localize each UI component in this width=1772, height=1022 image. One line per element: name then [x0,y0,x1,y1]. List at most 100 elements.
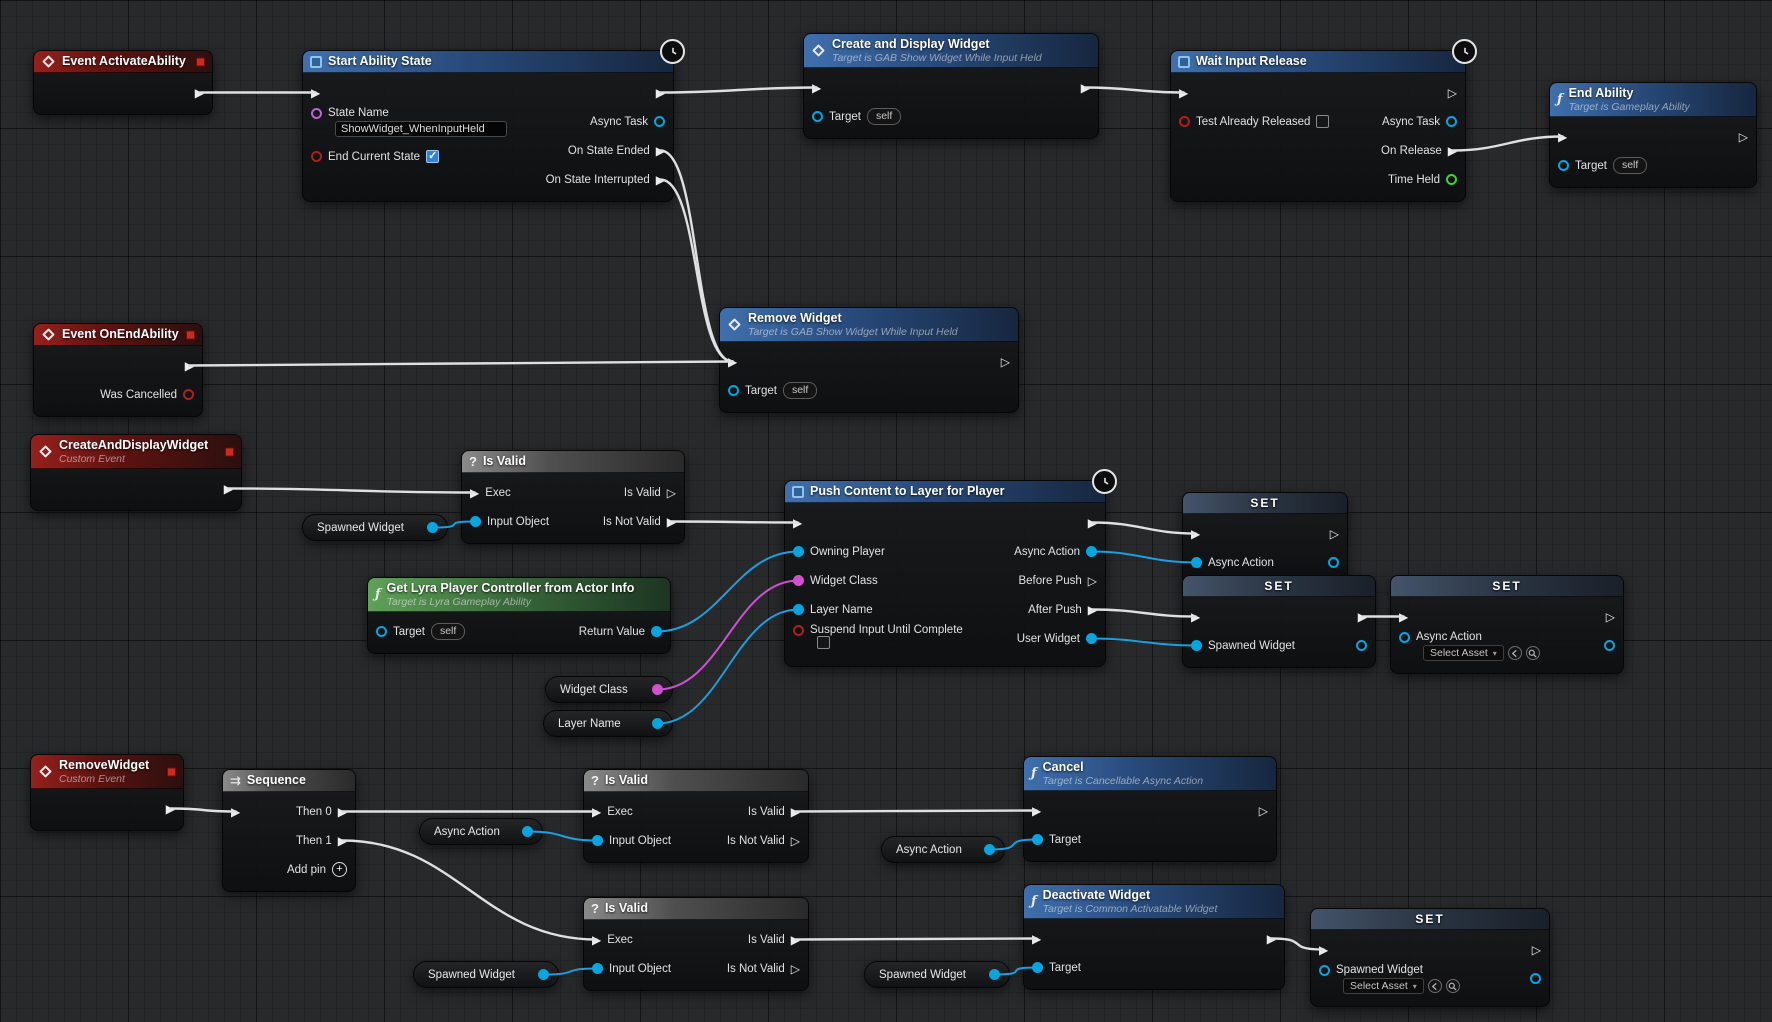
exec_in-exec-pin[interactable]: ▶ [1032,931,1042,946]
end_current_state-pin[interactable] [311,151,322,162]
then1-exec-pin[interactable]: ▶ [337,833,347,848]
out-pin[interactable] [1604,640,1615,651]
exec_out-exec-pin[interactable]: ▶ [194,85,204,100]
asset-select-dropdown[interactable]: Select Asset▾ [1343,978,1424,994]
suspend_input-pin[interactable] [793,624,804,636]
layer_name-pin[interactable] [793,604,804,615]
spawned_widget-asset-picker[interactable]: Select Asset▾ [1343,978,1460,994]
is_not_valid-exec-pin[interactable]: ▷ [790,833,800,848]
use-selected-asset-icon[interactable] [1427,979,1442,993]
out-pin[interactable] [1530,973,1541,984]
delegate-pin[interactable] [167,767,176,776]
delegate-pin[interactable] [196,57,205,66]
is_not_valid-exec-pin[interactable]: ▶ [666,514,676,529]
out-pin[interactable] [652,684,663,695]
use-selected-asset-icon[interactable] [1507,646,1522,660]
delegate-pin[interactable] [225,447,234,456]
on_release-exec-pin[interactable]: ▶ [1447,143,1457,158]
exec_in-exec-pin[interactable]: ▶ [1319,942,1329,957]
exec_in-exec-pin[interactable]: ▶ [1032,803,1042,818]
out-pin[interactable] [652,718,663,729]
exec_in-exec-pin[interactable]: ▶ [231,804,241,819]
after_push-exec-pin[interactable]: ▶ [1087,602,1097,617]
exec_in-exec-pin[interactable]: ▶ [311,85,321,100]
target-pin[interactable] [1032,962,1043,973]
node-set_async1[interactable]: SET▶Async Action▷ [1182,492,1348,585]
out-pin[interactable] [984,844,995,855]
exec_out-exec-pin[interactable]: ▷ [1000,354,1010,369]
is_valid-exec-pin[interactable]: ▶ [790,804,800,819]
node-set_spawned1[interactable]: SET▶Spawned Widget▶ [1182,575,1376,668]
end_current_state-checkbox[interactable] [426,149,440,163]
exec_out-exec-pin[interactable]: ▶ [184,358,194,373]
on_state_ended-exec-pin[interactable]: ▶ [655,143,665,158]
exec_out-exec-pin[interactable]: ▷ [1605,609,1615,624]
node-event_activate[interactable]: Event ActivateAbility▶ [33,50,213,115]
state_name-pin[interactable] [311,107,322,119]
out-pin[interactable] [1356,640,1367,651]
exec-exec-pin[interactable]: ▶ [592,804,602,819]
exec-exec-pin[interactable]: ▶ [470,485,480,500]
asset-select-dropdown[interactable]: Select Asset▾ [1423,645,1504,661]
was_cancelled-pin[interactable] [183,389,194,400]
spawned_widget-pin[interactable] [1191,640,1202,651]
exec_out-exec-pin[interactable]: ▶ [1266,931,1276,946]
async_action-pin[interactable] [1399,631,1410,643]
time_held-pin[interactable] [1446,174,1457,185]
exec_in-exec-pin[interactable]: ▶ [1191,609,1201,624]
out-pin[interactable] [989,969,1000,980]
is_valid-exec-pin[interactable]: ▶ [790,932,800,947]
async_action-pin[interactable] [1191,557,1202,568]
widget_class-pin[interactable] [793,575,804,586]
test_already_released-pin[interactable] [1179,116,1190,127]
exec_in-exec-pin[interactable]: ▶ [812,80,822,95]
out-pin[interactable] [427,522,438,533]
node-spawned_get1[interactable]: Spawned Widget [302,514,448,541]
exec_out-exec-pin[interactable]: ▶ [223,481,233,496]
node-push_content[interactable]: Push Content to Layer for Player▶Owning … [784,469,1117,667]
node-layer_name_get[interactable]: Layer Name [543,710,673,737]
exec_out-exec-pin[interactable]: ▷ [1447,85,1457,100]
exec_out-exec-pin[interactable]: ▷ [1738,129,1748,144]
on_state_interrupted-exec-pin[interactable]: ▶ [655,172,665,187]
browse-asset-icon[interactable] [1445,979,1460,993]
return_value-pin[interactable] [651,626,662,637]
node-spawned_get2[interactable]: Spawned Widget [413,961,559,988]
node-sequence[interactable]: ⇉Sequence▶Then 0▶Then 1▶Add pin+ [222,769,356,892]
exec-exec-pin[interactable]: ▶ [592,932,602,947]
exec_out-exec-pin[interactable]: ▶ [1080,80,1090,95]
target-pin[interactable] [728,385,739,396]
exec_in-exec-pin[interactable]: ▶ [1558,129,1568,144]
node-spawned_get3[interactable]: Spawned Widget [864,961,1010,988]
exec_out-exec-pin[interactable]: ▷ [1258,803,1268,818]
spawned_widget-pin[interactable] [1319,964,1330,976]
out-pin[interactable] [538,969,549,980]
node-async_get2[interactable]: Async Action [881,836,1005,863]
before_push-exec-pin[interactable]: ▷ [1087,573,1097,588]
is_not_valid-exec-pin[interactable]: ▷ [790,961,800,976]
target-pin[interactable] [1558,160,1569,171]
async_action-asset-picker[interactable]: Select Asset▾ [1423,645,1540,661]
out-pin[interactable] [1328,557,1339,568]
exec_in-exec-pin[interactable]: ▶ [1191,526,1201,541]
exec_out-exec-pin[interactable]: ▶ [655,85,665,100]
user_widget-pin[interactable] [1086,633,1097,644]
input_object-pin[interactable] [470,516,481,527]
async_task-pin[interactable] [1446,116,1457,127]
exec_out-exec-pin[interactable]: ▷ [1531,942,1541,957]
out-pin[interactable] [522,826,533,837]
browse-asset-icon[interactable] [1525,646,1540,660]
state_name-input[interactable] [335,121,507,137]
node-wait_input[interactable]: Wait Input Release▶Test Already Released… [1170,39,1477,202]
add-pin-icon[interactable]: + [332,862,347,877]
target-pin[interactable] [1032,834,1043,845]
